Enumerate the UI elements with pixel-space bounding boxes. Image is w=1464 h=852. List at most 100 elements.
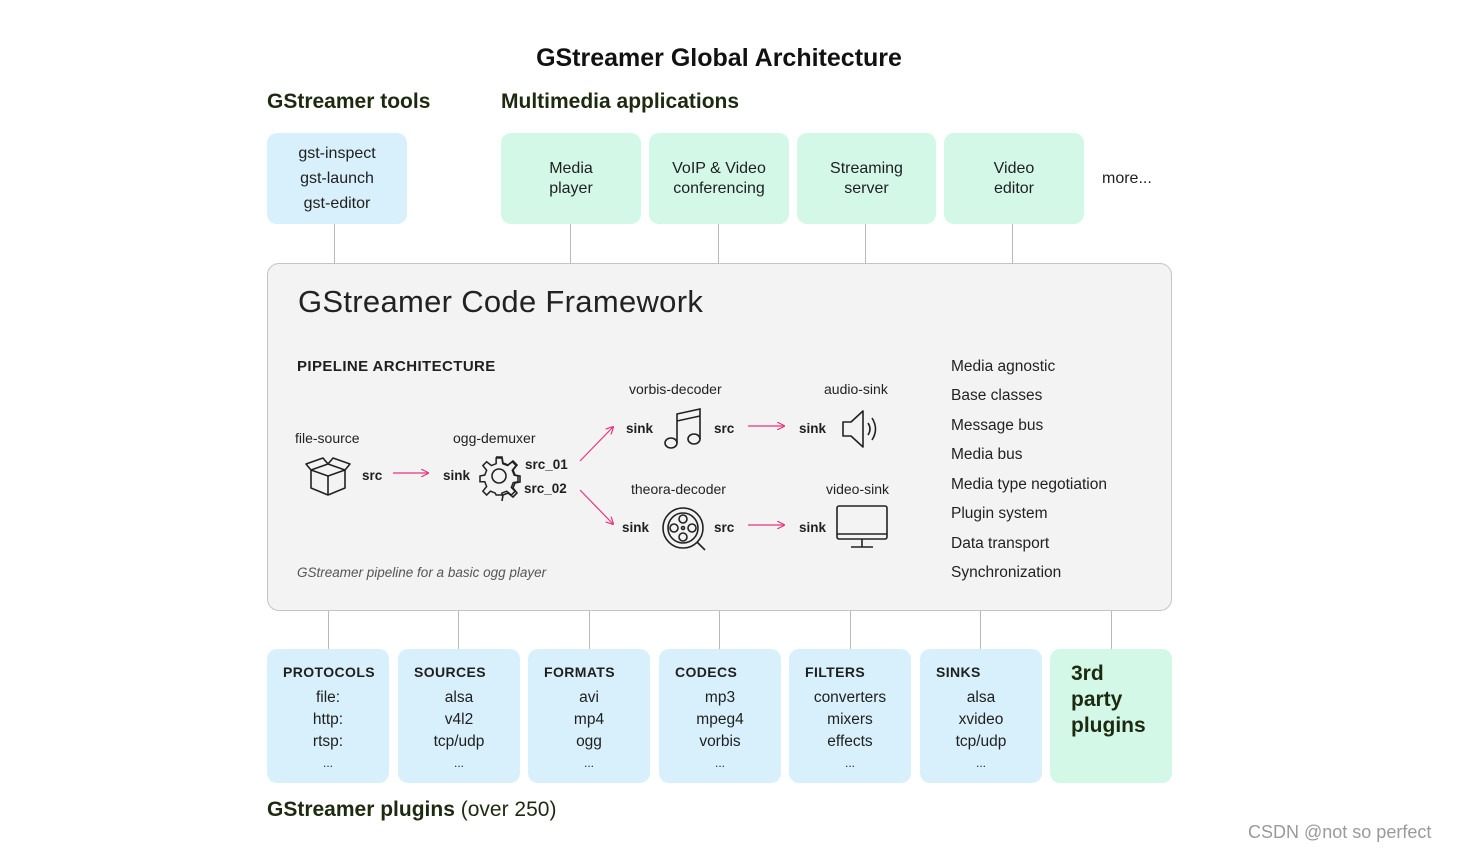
plugins-footer-bold: GStreamer plugins <box>267 798 455 821</box>
feature-item: Base classes <box>951 387 1043 404</box>
connector-line <box>328 611 329 649</box>
pad-sink: sink <box>443 468 471 483</box>
app-box-video-editor: Video editor <box>944 133 1084 224</box>
app-label: VoIP & Video <box>672 159 766 177</box>
feature-item: Message bus <box>951 417 1044 434</box>
plugin-box-sinks: SINKS alsa xvideo tcp/udp ... <box>920 649 1042 783</box>
third-party-label: party <box>1071 688 1123 711</box>
plugin-category-title: SOURCES <box>414 664 487 680</box>
plugin-box-filters: FILTERS converters mixers effects ... <box>789 649 911 783</box>
connector-line <box>719 611 720 649</box>
plugin-item: file: <box>315 689 341 706</box>
plugin-box-sources: SOURCES alsa v4l2 tcp/udp ... <box>398 649 520 783</box>
plugin-more: ... <box>975 756 986 770</box>
plugin-item: tcp/udp <box>433 733 485 750</box>
watermark: CSDN @not so perfect <box>1248 822 1432 842</box>
app-box-voip: VoIP & Video conferencing <box>649 133 789 224</box>
connector-line <box>458 611 459 649</box>
pad-sink: sink <box>799 520 827 535</box>
plugin-item: ogg <box>576 733 602 750</box>
plugin-category-title: FILTERS <box>805 664 866 680</box>
plugin-item: effects <box>827 733 873 750</box>
plugin-item: vorbis <box>699 733 741 750</box>
plugin-category-title: SINKS <box>936 664 981 680</box>
film-reel-icon <box>662 507 706 551</box>
arrow-demux-to-theora <box>579 489 613 524</box>
plugin-item: rtsp: <box>312 733 344 750</box>
feature-item: Synchronization <box>951 564 1062 581</box>
plugin-more: ... <box>322 756 333 770</box>
plugin-more: ... <box>844 756 855 770</box>
plugin-category-title: CODECS <box>675 664 738 680</box>
third-party-label: plugins <box>1071 714 1146 737</box>
plugin-more: ... <box>453 756 464 770</box>
pad-src: src <box>362 468 383 483</box>
plugin-category-title: FORMATS <box>544 664 615 680</box>
pad-src: src <box>714 520 735 535</box>
tool-item: gst-editor <box>303 195 371 212</box>
framework-panel <box>267 263 1172 611</box>
app-label: Media <box>549 159 593 177</box>
element-label-audio-sink: audio-sink <box>824 381 888 397</box>
app-label: player <box>549 179 593 197</box>
connector-line <box>850 611 851 649</box>
plugin-item: alsa <box>966 689 996 706</box>
plugins-footer-count: (over 250) <box>454 798 557 821</box>
more-apps-label: more... <box>1102 170 1152 187</box>
feature-item: Data transport <box>951 535 1050 552</box>
tool-item: gst-launch <box>300 170 374 187</box>
app-label: editor <box>993 179 1035 197</box>
element-label-theora-decoder: theora-decoder <box>631 481 726 497</box>
plugin-box-third-party: 3rd party plugins <box>1050 649 1172 783</box>
element-label-video-sink: video-sink <box>826 481 890 497</box>
plugin-box-protocols: PROTOCOLS file: http: rtsp: ... <box>267 649 389 783</box>
plugin-item: avi <box>579 689 599 706</box>
tool-item: gst-inspect <box>298 145 376 162</box>
feature-item: Media type negotiation <box>951 476 1107 493</box>
tools-heading: GStreamer tools <box>267 90 431 113</box>
pad-src-01: src_01 <box>525 457 568 472</box>
plugin-item: v4l2 <box>444 711 474 728</box>
diagram-title: GStreamer Global Architecture <box>536 44 902 72</box>
element-label-file-source: file-source <box>295 430 360 446</box>
app-label: Streaming <box>830 159 903 177</box>
element-label-ogg-demuxer: ogg-demuxer <box>453 430 536 446</box>
pipeline-caption: GStreamer pipeline for a basic ogg playe… <box>297 565 547 580</box>
plugin-item: mp3 <box>704 689 736 706</box>
plugin-category-title: PROTOCOLS <box>283 664 376 680</box>
framework-title: GStreamer Code Framework <box>298 284 704 319</box>
plugin-box-formats: FORMATS avi mp4 ogg ... <box>528 649 650 783</box>
pad-sink: sink <box>626 421 654 436</box>
connector-line <box>334 224 335 263</box>
pad-sink: sink <box>622 520 650 535</box>
connector-line <box>1111 611 1112 649</box>
feature-item: Media agnostic <box>951 358 1056 375</box>
speaker-icon <box>842 410 877 448</box>
pad-src-02: src_02 <box>524 481 567 496</box>
third-party-label: 3rd <box>1071 662 1104 685</box>
plugin-item: xvideo <box>958 711 1004 728</box>
pad-sink: sink <box>799 421 827 436</box>
element-label-vorbis-decoder: vorbis-decoder <box>629 381 722 397</box>
plugin-item: http: <box>312 711 344 728</box>
plugin-more: ... <box>583 756 594 770</box>
pipeline-heading: PIPELINE ARCHITECTURE <box>297 358 496 375</box>
monitor-icon <box>836 505 888 548</box>
app-box-streaming-server: Streaming server <box>797 133 936 224</box>
connector-line <box>718 224 719 263</box>
music-note-icon <box>664 408 701 449</box>
feature-item: Plugin system <box>951 505 1048 522</box>
pad-src: src <box>714 421 735 436</box>
plugin-box-codecs: CODECS mp3 mpeg4 vorbis ... <box>659 649 781 783</box>
plugin-item: converters <box>813 689 887 706</box>
connector-line <box>1012 224 1013 263</box>
feature-item: Media bus <box>951 446 1023 463</box>
gear-icon <box>479 456 521 502</box>
connector-line <box>865 224 866 263</box>
connector-line <box>570 224 571 263</box>
plugin-item: mixers <box>827 711 873 728</box>
applications-heading: Multimedia applications <box>501 90 740 113</box>
plugin-more: ... <box>714 756 725 770</box>
plugin-item: mpeg4 <box>696 711 744 728</box>
